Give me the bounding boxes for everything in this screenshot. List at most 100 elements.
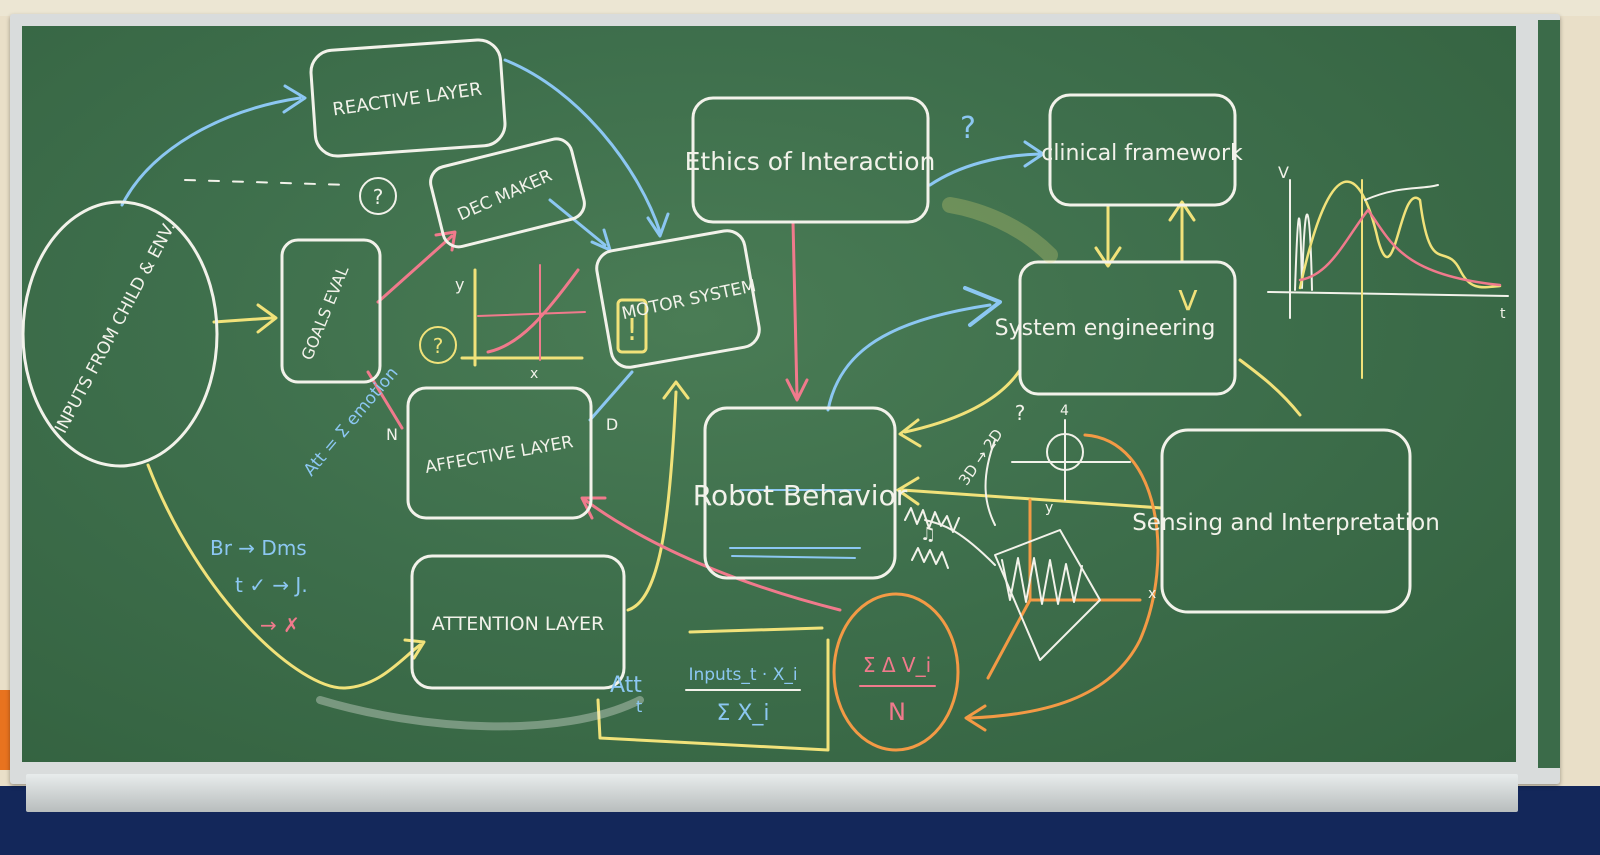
orange-arrowhead-sum bbox=[964, 704, 987, 732]
arrow-formula-to-attention bbox=[596, 638, 830, 752]
chalk-smear bbox=[316, 696, 644, 731]
circle-formula-den: N bbox=[888, 698, 906, 726]
arrow-inputs-to-goals bbox=[212, 316, 274, 324]
sensing-node-shape bbox=[1160, 428, 1412, 614]
arrow-inputs-to-reactive bbox=[120, 96, 302, 207]
attention-node-shape bbox=[410, 554, 626, 690]
robot-node-shape bbox=[703, 406, 897, 580]
wall bbox=[0, 0, 1600, 16]
arrowhead-system-top bbox=[1094, 246, 1122, 268]
hatched-plane bbox=[994, 529, 1101, 661]
graph-label-x: t bbox=[1500, 306, 1506, 322]
graph-x-axis bbox=[1267, 291, 1509, 297]
hatched-wave bbox=[1001, 557, 1083, 605]
ethics-label: Ethics of Interaction bbox=[685, 147, 936, 176]
arrowhead-robot-right bbox=[896, 476, 920, 506]
arrowhead-reactive bbox=[282, 84, 307, 114]
decision-label: DEC MAKER bbox=[455, 166, 556, 225]
arrowhead-goals bbox=[256, 303, 278, 334]
arrow-attention-bracket bbox=[688, 626, 824, 634]
circle-formula-num: Σ Δ V_i bbox=[863, 653, 931, 677]
arrowhead-motor-bottom bbox=[662, 380, 690, 400]
arrow-goals-to-affective bbox=[366, 370, 404, 430]
graph-curve-white2 bbox=[1364, 184, 1439, 201]
arrow-sensing-to-system bbox=[1238, 358, 1302, 417]
arrowhead-clinical bbox=[1023, 140, 1045, 168]
goals-node-shape bbox=[280, 238, 382, 384]
second-chalkboard-edge bbox=[1538, 20, 1560, 768]
arrow-system-to-robot bbox=[903, 368, 1022, 434]
system-formula: V bbox=[1178, 284, 1197, 317]
rotation-arc bbox=[984, 439, 996, 526]
br-line: Br → Dms bbox=[210, 536, 307, 560]
arrow-attention-to-motor bbox=[626, 390, 678, 612]
arrowhead-clinical-bottom bbox=[1168, 200, 1196, 222]
reactive-label: REACTIVE LAYER bbox=[331, 79, 483, 121]
dims-label: 3D → 2D bbox=[955, 426, 1007, 489]
graph-curve-yellow bbox=[1298, 180, 1502, 290]
arrow-robot-to-system bbox=[826, 303, 992, 412]
goals-label: GOALS EVAL bbox=[297, 263, 352, 363]
arrow-ethics-to-robot bbox=[791, 220, 799, 398]
axis-x-small: x bbox=[1148, 586, 1156, 602]
orange-loop-arrow bbox=[968, 433, 1160, 720]
question-mark-1: ? bbox=[373, 185, 384, 209]
yellow-smear bbox=[942, 197, 1058, 263]
attention-formula-sub: t bbox=[636, 697, 642, 716]
question-mark-4: ? bbox=[1015, 401, 1026, 425]
plot-label-y: y bbox=[455, 275, 464, 294]
arrowhead-motor-top bbox=[646, 212, 670, 238]
question-circle-1 bbox=[359, 177, 397, 215]
question-mark-3: ? bbox=[960, 111, 976, 146]
system-label: System engineering bbox=[995, 316, 1216, 341]
white-arrow-to-robot bbox=[924, 519, 996, 566]
arrow-ethics-to-clinical bbox=[928, 152, 1042, 187]
orange-axis-diag bbox=[986, 598, 1032, 680]
sensing-label: Sensing and Interpretation bbox=[1132, 510, 1440, 536]
arrow-reactive-to-motor bbox=[503, 58, 662, 234]
ethics-node-shape bbox=[691, 96, 930, 224]
system-node-shape bbox=[1018, 260, 1237, 396]
t-line: t ✓ → J. bbox=[235, 573, 308, 597]
attention-formula-num: Inputs_t · X_i bbox=[688, 665, 797, 685]
motor-mark-box bbox=[616, 298, 648, 354]
arrow-sensing-to-robot bbox=[900, 488, 1164, 510]
cross-line: → ✗ bbox=[260, 613, 300, 637]
arrowhead-robot-right-top bbox=[898, 418, 922, 448]
arrow-inputs-to-attention bbox=[146, 463, 422, 690]
affective-node-shape bbox=[406, 386, 593, 520]
question-circle-2 bbox=[419, 326, 457, 364]
attention-label: ATTENTION LAYER bbox=[432, 613, 604, 635]
dashed-line-inputs bbox=[184, 179, 351, 186]
arrowhead-system-left bbox=[963, 286, 1002, 327]
sum-circle-shape bbox=[832, 592, 960, 752]
axis-y-small: y bbox=[1045, 500, 1053, 516]
plot-curve bbox=[486, 268, 580, 354]
motor-mark: ! bbox=[626, 313, 638, 348]
decision-node-shape bbox=[429, 137, 586, 249]
plot-grid-h bbox=[477, 311, 586, 317]
axis-y-tick: 4 bbox=[1060, 403, 1069, 419]
motor-node-shape bbox=[595, 229, 761, 369]
n-label: N bbox=[386, 425, 398, 444]
graph-curve-white bbox=[1294, 213, 1313, 291]
clinical-label: clinical framework bbox=[1041, 141, 1243, 166]
d-label: D bbox=[606, 415, 618, 434]
question-mark-2: ? bbox=[433, 334, 444, 358]
robot-label: Robot Behavior bbox=[693, 479, 908, 512]
chalk-tray bbox=[26, 774, 1518, 812]
graph-curve-pink bbox=[1298, 208, 1502, 287]
arrow-affective-to-motor bbox=[588, 370, 634, 422]
arrow-sum-to-affective bbox=[583, 498, 842, 612]
attention-formula-den: Σ X_i bbox=[716, 701, 769, 726]
crosshair-circle bbox=[1046, 433, 1084, 471]
arrowhead-robot-top bbox=[785, 378, 809, 402]
robot-underline bbox=[729, 489, 861, 559]
inputs-node-shape bbox=[21, 200, 219, 468]
affective-label: AFFECTIVE LAYER bbox=[423, 432, 574, 478]
small-mark: ♫ bbox=[920, 524, 936, 545]
reactive-node-shape bbox=[309, 38, 507, 158]
chalkboard bbox=[22, 26, 1516, 762]
